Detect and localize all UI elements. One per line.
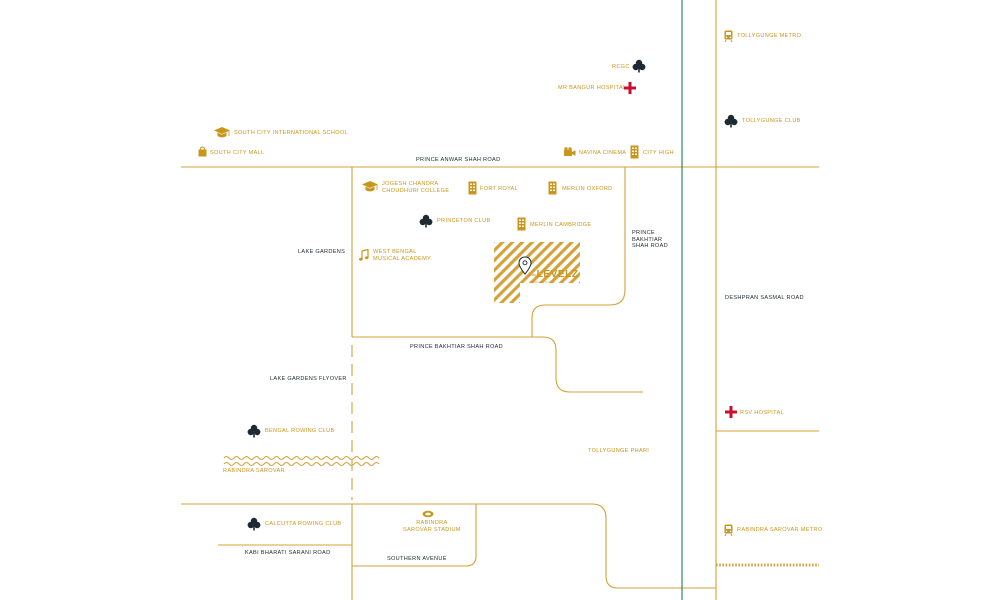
- club-icon: [724, 114, 738, 128]
- road-label-prince-bakhtiar-shah-vertical: PRINCE BAKHTIAR SHAH ROAD: [632, 230, 668, 250]
- road-label-prince-bakhtiar-shah: PRINCE BAKHTIAR SHAH ROAD: [410, 344, 503, 350]
- road-label-southern-avenue: SOUTHERN AVENUE: [387, 556, 447, 562]
- building-icon: [517, 217, 526, 231]
- roads: [181, 0, 819, 600]
- metro-icon: [724, 30, 733, 42]
- club-icon: [632, 59, 646, 73]
- location-pin-icon[interactable]: [518, 256, 532, 275]
- road-label-kabi-bharati-sarani: KABI BHARATI SARANI ROAD: [245, 550, 331, 556]
- place-mr-bangur-hospital[interactable]: MR BANGUR HOSPITAL: [558, 85, 627, 91]
- place-rsv-hospital[interactable]: RSV HOSPITAL: [740, 410, 784, 416]
- place-navina-cinema[interactable]: NAVINA CINEMA: [579, 150, 627, 156]
- place-merlin-cambridge[interactable]: MERLIN CAMBRIDGE: [530, 222, 592, 228]
- place-south-city-mall[interactable]: SOUTH CITY MALL: [210, 150, 265, 156]
- place-rcgc[interactable]: RCGC: [612, 64, 630, 70]
- building-icon: [468, 181, 477, 195]
- hospital-icon: [725, 406, 737, 418]
- building-icon: [630, 145, 639, 159]
- club-icon: [419, 214, 433, 228]
- place-tollygunge-metro[interactable]: TOLLYGUNGE METRO: [737, 33, 802, 39]
- project-logo-prefix: THE: [530, 273, 537, 277]
- metro-icon: [724, 524, 733, 536]
- road-southern-avenue-east: [591, 503, 716, 589]
- stadium-icon: [422, 510, 434, 518]
- road-project-east: [531, 167, 626, 337]
- project-logo-name: LEVELZ: [536, 269, 579, 280]
- project-logo[interactable]: THELEVELZ by Merlin Group: [530, 269, 579, 285]
- road-label-prince-anwar-shah: PRINCE ANWAR SHAH ROAD: [416, 157, 501, 163]
- place-merlin-oxford[interactable]: MERLIN OXFORD: [562, 186, 613, 192]
- road-label-lake-gardens: LAKE GARDENS: [298, 249, 346, 255]
- project-logo-tagline: by Merlin Group: [530, 281, 555, 284]
- road-prince-bakhtiar-shah: [352, 336, 643, 393]
- place-calcutta-rowing-club[interactable]: CALCUTTA ROWING CLUB: [265, 521, 342, 527]
- place-south-city-school[interactable]: SOUTH CITY INTERNATIONAL SCHOOL: [234, 130, 348, 136]
- place-city-high[interactable]: CITY HIGH: [643, 150, 674, 156]
- place-rabindra-sarovar-metro[interactable]: RABINDRA SAROVAR METRO: [737, 527, 823, 533]
- road-southern-avenue-loop: [352, 504, 477, 567]
- place-fort-royal[interactable]: FORT ROYAL: [480, 186, 519, 192]
- water-icon: [223, 456, 380, 466]
- road-label-deshpran-sasmal: DESHPRAN SASMAL ROAD: [725, 295, 804, 301]
- school-icon: [362, 180, 378, 194]
- place-tollygunge-phari[interactable]: TOLLYGUNGE PHARI: [588, 448, 650, 454]
- school-icon: [214, 126, 230, 140]
- place-west-bengal-musical-academy[interactable]: WEST BENGAL MUSICAL ACADEMY: [373, 249, 432, 262]
- club-icon: [247, 424, 261, 438]
- mall-icon: [198, 146, 207, 157]
- hospital-icon: [624, 82, 636, 94]
- place-rabindra-sarovar[interactable]: RABINDRA SAROVAR: [223, 468, 285, 474]
- place-jogesh-chandra-college[interactable]: JOGESH CHANDRA CHOUDHURI COLLEGE: [382, 181, 450, 194]
- place-tollygunge-club[interactable]: TOLLYGUNGE CLUB: [742, 118, 801, 124]
- place-bengal-rowing-club[interactable]: BENGAL ROWING CLUB: [265, 428, 335, 434]
- building-icon: [548, 181, 557, 195]
- road-label-lake-gardens-flyover: LAKE GARDENS FLYOVER: [270, 376, 347, 382]
- club-icon: [247, 517, 261, 531]
- music-icon: [359, 249, 369, 261]
- place-rabindra-sarovar-stadium[interactable]: RABINDRA SAROVAR STADIUM: [403, 520, 461, 533]
- place-princeton-club[interactable]: PRINCETON CLUB: [437, 218, 491, 224]
- cinema-icon: [563, 147, 576, 158]
